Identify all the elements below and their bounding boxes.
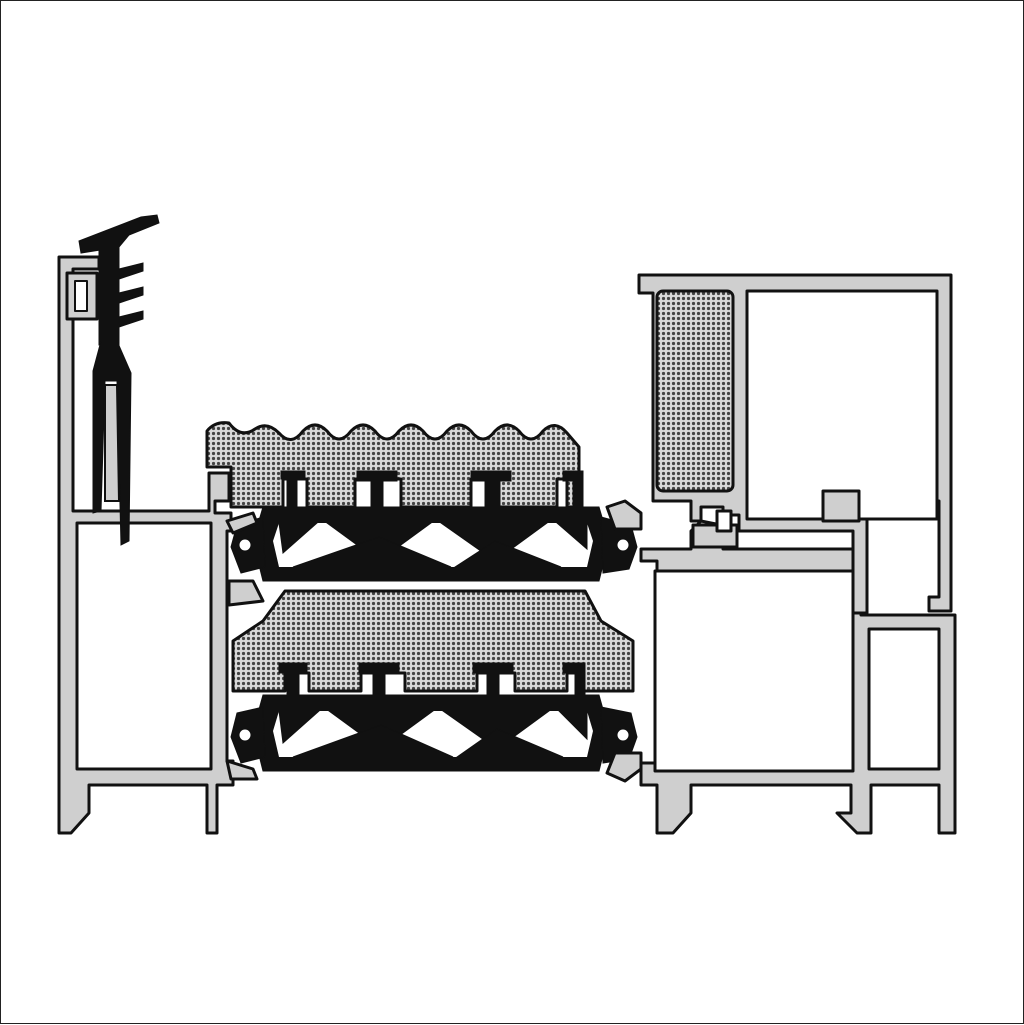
upper-insulation-foam [205, 421, 581, 509]
weather-seal-gasket [78, 214, 160, 546]
lower-thermal-break-strip [230, 662, 638, 772]
upper-thermal-break-strip [230, 470, 638, 582]
sash-insulation-foam [655, 289, 735, 493]
outer-frame-profile-left [57, 255, 235, 835]
inner-frame-profile-right [605, 499, 957, 835]
lower-insulation-foam [231, 589, 635, 693]
left-glazing-clips [225, 511, 265, 781]
